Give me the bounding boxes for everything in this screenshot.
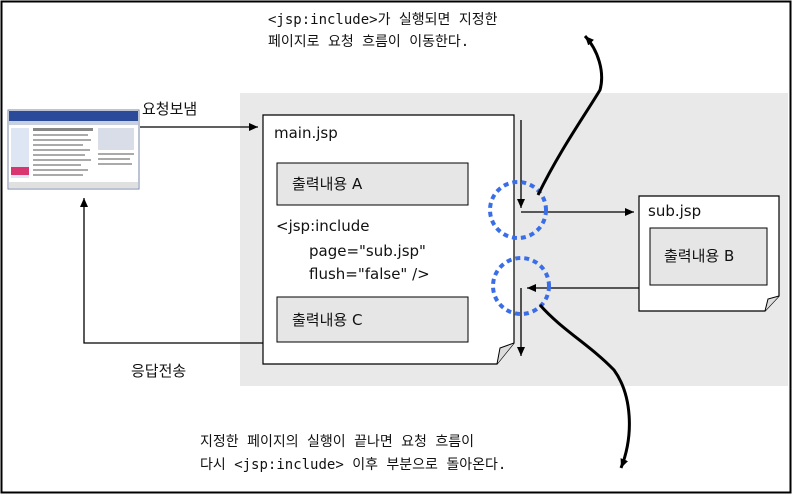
include-call-circle [488,180,548,240]
include-tag-label: <jsp:include [276,217,370,235]
response-label: 응답전송 [131,362,187,380]
sub-jsp-fold [764,295,780,312]
output-c-label: 출력내용 C [292,311,363,329]
output-b-box [649,227,768,286]
sub-jsp-filename: sub.jsp [648,202,702,220]
main-jsp-filename: main.jsp [274,124,338,142]
include-return-circle [491,256,551,316]
output-b-label: 출력내용 B [664,247,735,265]
request-label: 요청보냄 [142,100,198,118]
include-flush-attr: flush="false" /> [309,265,430,283]
bottom-note-line2: 다시 <jsp:include> 이후 부분으로 돌아온다. [200,457,507,473]
include-page-attr: page="sub.jsp" [309,242,426,260]
top-note-line2: 페이지로 요청 흐름이 이동한다. [268,34,470,50]
top-note-line1: <jsp:include>가 실행되면 지정한 [268,12,498,28]
response-arrow [80,198,263,344]
bottom-note-pointer [538,304,631,469]
bottom-note-line1: 지정한 페이지의 실행이 끝나면 요청 흐름이 [200,434,474,450]
top-note-pointer [536,34,604,196]
output-a-box [276,162,469,206]
output-a-label: 출력내용 A [292,175,363,193]
main-jsp-fold [496,342,515,365]
browser-icon [7,109,140,190]
output-c-box [276,296,469,343]
